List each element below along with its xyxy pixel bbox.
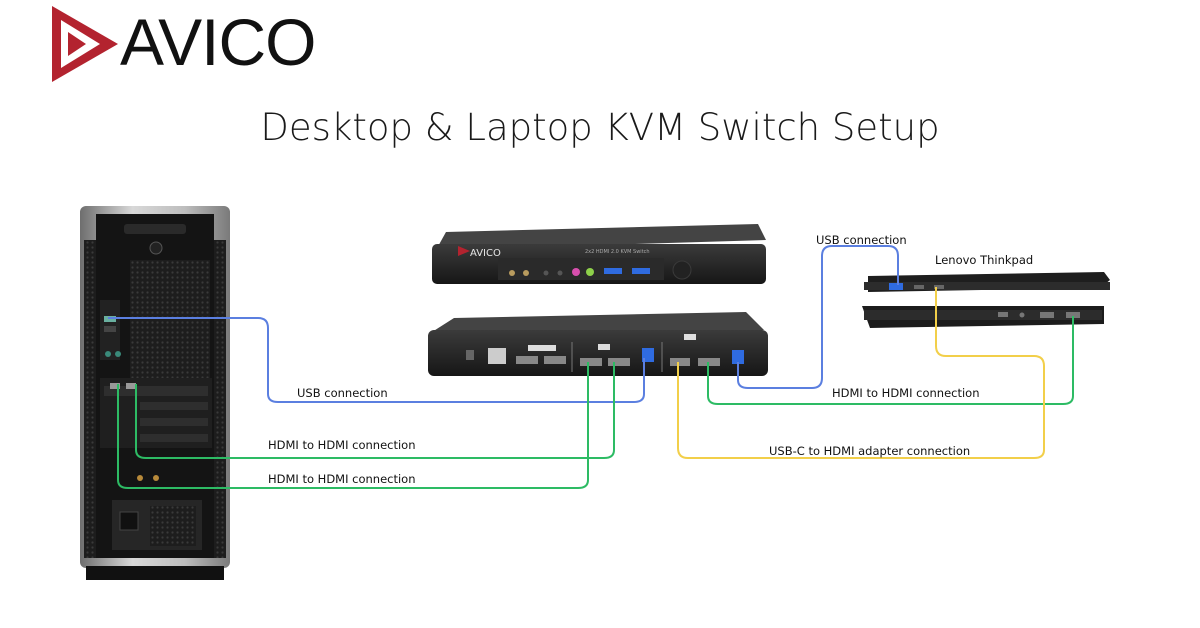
usb-laptop-cable	[737, 245, 899, 389]
kvm-front-view: AVICO 2x2 HDMI 2.0 KVM Switch	[432, 224, 766, 284]
svg-text:AVICO: AVICO	[470, 248, 501, 259]
desktop-tower	[80, 206, 230, 580]
usbc-laptop-label: USB-C to HDMI adapter connection	[769, 444, 971, 458]
laptop-name-label: Lenovo Thinkpad	[935, 253, 1034, 267]
usbc-laptop-cable	[677, 287, 1045, 459]
page-title: Desktop & Laptop KVM Switch Setup	[260, 106, 940, 149]
hdmi-laptop-cable	[707, 316, 1074, 405]
hdmi-desktop-cable-2	[117, 362, 589, 489]
brand-name: AVICO	[120, 5, 316, 79]
avico-logo-icon	[52, 6, 118, 82]
hdmi-laptop-label: HDMI to HDMI connection	[832, 386, 980, 400]
hdmi-desktop-label-2: HDMI to HDMI connection	[268, 472, 416, 486]
laptop-side-bottom	[862, 306, 1104, 328]
kvm-back-view	[428, 312, 768, 376]
usb-desktop-cable	[108, 317, 645, 403]
kvm-front-label: 2x2 HDMI 2.0 KVM Switch	[585, 249, 650, 255]
laptop-side-top	[864, 272, 1110, 292]
usb-desktop-label: USB connection	[297, 386, 388, 400]
hdmi-desktop-label-1: HDMI to HDMI connection	[268, 438, 416, 452]
hdmi-desktop-cable-1	[135, 362, 615, 459]
usb-laptop-label: USB connection	[816, 233, 907, 247]
